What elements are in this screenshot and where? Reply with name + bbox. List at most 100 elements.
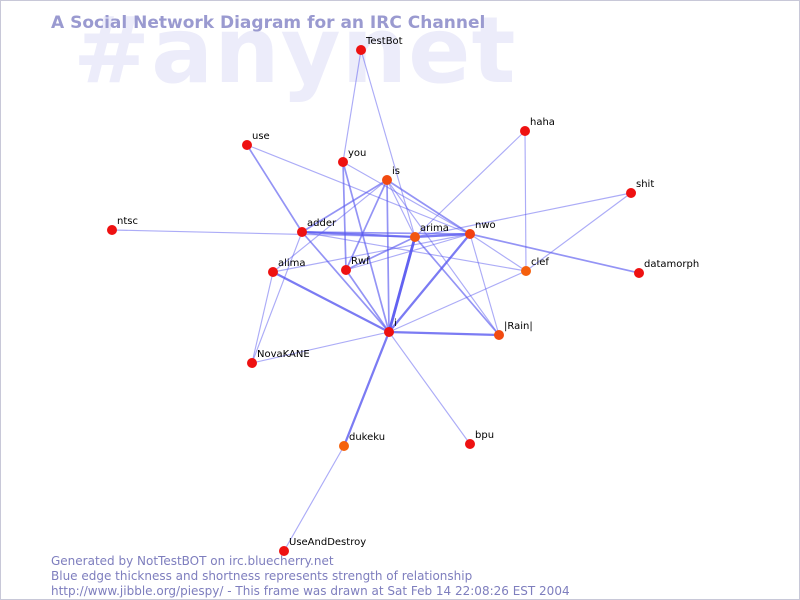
channel-watermark: #anynet <box>73 0 517 104</box>
node-is: is <box>382 166 400 185</box>
node-label: you <box>348 148 366 159</box>
node-label: adder <box>307 218 337 229</box>
node-dot <box>279 546 289 556</box>
node-datamorph: datamorph <box>634 259 699 278</box>
edge-i-rain <box>387 330 501 337</box>
node-dot <box>107 225 117 235</box>
node-label: shit <box>636 179 654 190</box>
node-dot <box>521 266 531 276</box>
edge-is-rwf <box>345 179 388 271</box>
edge-adder-novakane <box>251 231 303 364</box>
node-dot <box>268 267 278 277</box>
node-label: alima <box>278 258 306 269</box>
edges-layer <box>111 49 640 552</box>
edge-you-i <box>342 161 390 333</box>
edge-is-arima <box>386 179 416 238</box>
node-dot <box>341 265 351 275</box>
edge-you-rwf <box>342 161 347 271</box>
edge-is-nwo <box>386 179 471 235</box>
edge-dukeku-useanddestroy <box>283 445 345 552</box>
edge-alima-i <box>271 270 391 334</box>
node-label: UseAndDestroy <box>289 537 366 548</box>
node-rain: |Rain| <box>494 321 533 340</box>
node-i: i <box>384 318 397 337</box>
node-label: TestBot <box>365 36 403 47</box>
node-novakane: NovaKANE <box>247 349 310 368</box>
footer-legend-line: Blue edge thickness and shortness repres… <box>51 569 473 583</box>
edge-arima-rwf <box>345 236 416 271</box>
node-you: you <box>338 148 366 167</box>
node-label: dukeku <box>349 432 385 443</box>
edge-i-dukeku <box>342 330 391 448</box>
edge-haha-arima <box>414 130 526 238</box>
edge-alima-novakane <box>251 271 274 364</box>
node-arima: arima <box>410 223 449 242</box>
node-label: is <box>392 166 400 177</box>
edge-adder-nwo <box>301 231 471 235</box>
node-bpu: bpu <box>465 430 494 449</box>
node-label: clef <box>531 257 549 268</box>
node-dukeku: dukeku <box>339 432 385 451</box>
footer: Generated by NotTestBOT on irc.bluecherr… <box>51 554 570 599</box>
edge-arima-i <box>387 235 417 334</box>
node-label: nwo <box>475 220 496 231</box>
node-dot <box>520 126 530 136</box>
node-clef: clef <box>521 257 549 276</box>
edge-arima-nwo <box>413 232 472 239</box>
footer-url-line: http://www.jibble.org/piespy/ - This fra… <box>51 584 570 598</box>
node-dot <box>634 268 644 278</box>
node-shit: shit <box>626 179 654 198</box>
node-dot <box>339 441 349 451</box>
node-dot <box>297 227 307 237</box>
node-useanddestroy: UseAndDestroy <box>279 537 366 556</box>
node-dot <box>626 188 636 198</box>
edge-adder-clef <box>301 231 527 272</box>
edge-haha-clef <box>524 130 527 272</box>
node-nwo: nwo <box>465 220 496 239</box>
node-dot <box>356 45 366 55</box>
edge-arima-rain <box>414 236 500 336</box>
node-testbot: TestBot <box>356 36 403 55</box>
edge-is-adder <box>301 179 388 233</box>
node-label: use <box>252 131 270 142</box>
node-use: use <box>242 131 270 150</box>
node-label: NovaKANE <box>257 349 310 360</box>
nodes-layer: TestBot use you is haha shit ntsc adder arima nwo… <box>107 36 699 556</box>
node-label: arima <box>420 223 449 234</box>
edge-i-bpu <box>388 331 471 445</box>
node-rwf: Rwf <box>341 256 370 275</box>
edge-nwo-datamorph <box>469 233 640 274</box>
node-dot <box>465 229 475 239</box>
node-dot <box>410 232 420 242</box>
edge-use-adder <box>246 144 303 233</box>
edge-is-rain <box>386 179 500 336</box>
edge-i-clef <box>388 270 527 333</box>
edge-nwo-rain <box>469 233 500 336</box>
node-label: bpu <box>475 430 494 441</box>
node-alima: alima <box>268 258 306 277</box>
edge-shit-clef <box>525 192 632 272</box>
edge-rwf-i <box>345 269 390 333</box>
edge-shit-arima <box>414 192 632 238</box>
node-label: ntsc <box>117 216 138 227</box>
node-label: Rwf <box>351 256 370 267</box>
node-label: haha <box>530 117 555 128</box>
node-haha: haha <box>520 117 555 136</box>
node-dot <box>494 330 504 340</box>
edge-adder-i <box>301 231 390 333</box>
node-dot <box>242 140 252 150</box>
node-ntsc: ntsc <box>107 216 138 235</box>
node-label: i <box>394 318 397 329</box>
node-dot <box>382 175 392 185</box>
edge-nwo-i <box>387 232 472 334</box>
diagram-title: A Social Network Diagram for an IRC Chan… <box>51 13 486 33</box>
node-dot <box>465 439 475 449</box>
node-label: datamorph <box>644 259 699 270</box>
footer-generator-line: Generated by NotTestBOT on irc.bluecherr… <box>51 554 334 568</box>
edge-you-nwo <box>342 161 471 235</box>
edge-alima-nwo <box>272 233 471 273</box>
node-dot <box>247 358 257 368</box>
edge-testbot-you <box>342 49 362 163</box>
edge-nwo-rwf <box>345 233 471 271</box>
